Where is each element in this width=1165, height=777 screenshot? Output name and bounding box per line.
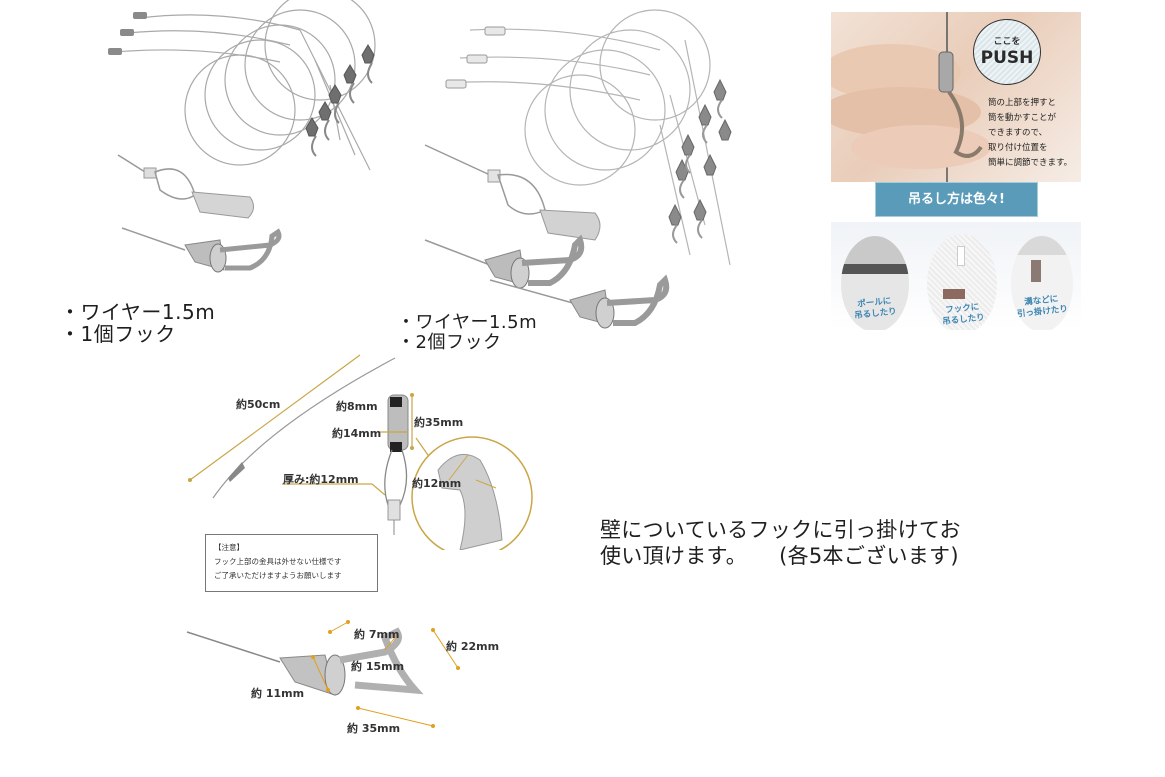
spec-list-1-hook: ・ワイヤー1.5m ・1個フック <box>60 301 215 345</box>
dim-wire-length: 約50cm <box>236 398 281 411</box>
dim-total-length: 約 35mm <box>347 722 401 735</box>
usage-caption: 壁についているフックに引っ掛けてお 使い頂けます。 (各5本ございます) <box>600 517 961 569</box>
spec-wire-length: ・ワイヤー1.5m <box>60 300 216 324</box>
spec-hook-count: ・2個フック <box>397 332 502 353</box>
clip-dimension-lines <box>188 354 533 550</box>
dim-barrel-diameter: 約 11mm <box>251 687 305 700</box>
notice-box: 【注意】 フック上部の金具は外せない仕様です ご了承いただけますようお願いします <box>205 534 378 592</box>
push-callout-big: PUSH <box>980 48 1034 68</box>
push-callout-bubble: ここを PUSH <box>973 19 1041 85</box>
notice-line: ご了承いただけますようお願いします <box>214 571 342 580</box>
caption-line-1: 壁についているフックに引っ掛けてお <box>600 518 961 542</box>
caption-line-2: 使い頂けます。 (各5本ございます) <box>600 544 959 568</box>
dim-hook-height: 約 22mm <box>446 640 500 653</box>
usage-infographic: ここを PUSH 筒の上部を押すと 筒を動かすことが できますので、 取り付け位… <box>831 12 1081 330</box>
usage-example-pole: ポールに 吊るしたり <box>841 236 909 330</box>
spec-wire-length: ・ワイヤー1.5m <box>397 312 538 333</box>
push-callout-small: ここを <box>993 37 1021 47</box>
dim-hook-gap: 約 7mm <box>354 628 400 641</box>
dim-middle-width: 約14mm <box>332 427 382 440</box>
wire-coil-illustration <box>108 0 376 273</box>
dimension-diagram-hook <box>185 620 515 740</box>
hand-pushing-hook-photo: ここを PUSH 筒の上部を押すと 筒を動かすことが できますので、 取り付け位… <box>831 12 1081 182</box>
usage-example-groove: 溝などに 引っ掛けたり <box>1011 236 1073 330</box>
dim-thickness: 厚み:約12mm <box>283 473 359 486</box>
spec-list-2-hooks: ・ワイヤー1.5m ・2個フック <box>397 313 537 353</box>
hand-illustration <box>831 12 991 182</box>
dim-height: 約35mm <box>414 416 464 429</box>
usage-banner: 吊るし方は色々! <box>875 182 1038 217</box>
dim-top-width: 約8mm <box>336 400 378 413</box>
usage-example-hook: フックに 吊るしたり <box>927 234 997 330</box>
dim-hook-width: 約 15mm <box>351 660 405 673</box>
notice-line: フック上部の金具は外せない仕様です <box>214 557 342 566</box>
notice-title: 【注意】 <box>214 543 244 552</box>
hook-dimension-lines <box>186 620 460 728</box>
dimension-diagram-clip <box>180 350 540 550</box>
dim-detail-depth: 約12mm <box>412 477 462 490</box>
product-photo-1-hook <box>100 0 400 290</box>
wire-coil-illustration-2 <box>424 9 732 329</box>
push-instructions: 筒の上部を押すと 筒を動かすことが できますので、 取り付け位置を 簡単に調節で… <box>988 98 1073 168</box>
product-photo-2-hooks <box>420 5 760 345</box>
spec-hook-count: ・1個フック <box>60 322 176 346</box>
usage-examples: ポールに 吊るしたり フックに 吊るしたり 溝などに 引っ掛けたり <box>831 222 1081 330</box>
